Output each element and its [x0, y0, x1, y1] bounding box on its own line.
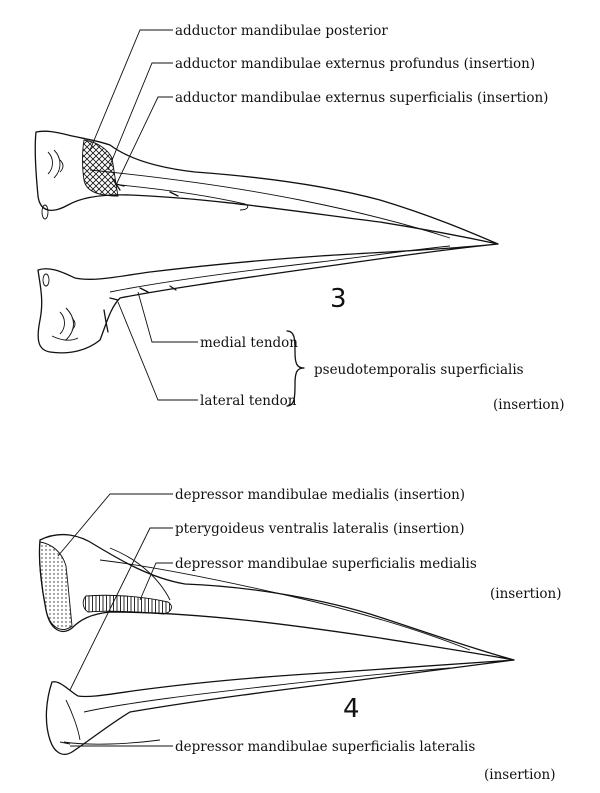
- fig4-label-depressor-sup-medialis: depressor mandibulae superficialis media…: [175, 556, 477, 572]
- fig3-upper-tooth-line: [119, 184, 249, 211]
- fig4-stippled-region: [39, 541, 73, 630]
- fig4-label-pterygoideus: pterygoideus ventralis lateralis (insert…: [175, 521, 464, 537]
- leader-pterygoideus: [69, 527, 173, 691]
- fig3-upper-ear-marks: [47, 149, 64, 179]
- fig3-label-adductor-ext-profundus: adductor mandibulae externus profundus (…: [175, 56, 535, 72]
- fig4-label-depressor-medialis: depressor mandibulae medialis (insertion…: [175, 487, 465, 503]
- fig3-label-medial-tendon: medial tendon: [200, 335, 298, 351]
- fig4-lower-inner-line-2: [63, 699, 161, 745]
- fig3-upper-foramen: [41, 204, 49, 220]
- fig4-vhatch-band: [82, 594, 172, 615]
- leader-depressor-medialis: [57, 493, 173, 557]
- fig4-upper-inner-line: [99, 559, 471, 651]
- fig4-label-depressor-sup-lateralis: depressor mandibulae superficialis later…: [175, 739, 475, 755]
- leader-medial-tendon: [137, 291, 198, 343]
- fig4-label-depressor-sup-medialis-insertion: (insertion): [490, 586, 561, 602]
- brace-tendons: [286, 330, 305, 407]
- leader-depressor-sup-lateralis: [59, 741, 173, 747]
- fig3-upper-tendon-marks: [111, 177, 179, 197]
- fig3-label-lateral-tendon: lateral tendon: [200, 393, 297, 409]
- figure-4: depressor mandibulae medialis (insertion…: [38, 487, 561, 783]
- fig3-lower-inner-line: [109, 245, 451, 293]
- fig3-lower-tendon-marks: [139, 285, 177, 293]
- fig3-label-adductor-posterior: adductor mandibulae posterior: [175, 23, 388, 39]
- fig4-upper-mandible-outline: [38, 533, 515, 661]
- fig3-label-pseudotemporalis-insertion: (insertion): [493, 397, 564, 413]
- figure-3: adductor mandibulae posterior adductor m…: [34, 23, 564, 413]
- fig3-label-pseudotemporalis: pseudotemporalis superficialis: [314, 362, 524, 378]
- fig3-number: 3: [330, 284, 347, 314]
- fig4-upper-inner-line-2: [109, 547, 171, 601]
- fig3-label-adductor-ext-superficialis: adductor mandibulae externus superficial…: [175, 90, 548, 106]
- leader-adductor-ext-profundus: [107, 62, 173, 171]
- leader-lateral-tendon: [117, 301, 198, 401]
- leader-depressor-sup-medialis: [139, 562, 173, 601]
- leader-adductor-posterior: [89, 29, 173, 151]
- fig3-lower-foramen: [42, 273, 50, 287]
- fig3-lower-ear-marks: [51, 307, 79, 341]
- fig3-crosshatch-region: [82, 139, 119, 197]
- fig3-lower-mandible-outline: [37, 243, 499, 354]
- fig4-number: 4: [343, 694, 360, 724]
- fig3-upper-inner-line: [89, 169, 451, 239]
- fig4-lower-inner-line: [83, 667, 451, 713]
- leader-adductor-ext-superficialis: [115, 96, 173, 186]
- fig4-lower-mandible-outline: [45, 659, 515, 755]
- fig4-label-depressor-sup-lateralis-insertion: (insertion): [484, 767, 555, 783]
- fig3-lower-hatch: [103, 297, 119, 333]
